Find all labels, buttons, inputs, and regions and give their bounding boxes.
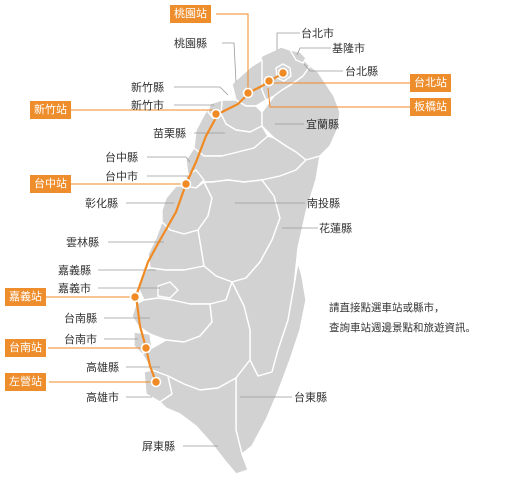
region-taoyuan[interactable] bbox=[231, 59, 267, 107]
station-label-zuoying[interactable]: 左營站 bbox=[5, 373, 46, 391]
station-dot-taipei[interactable] bbox=[277, 67, 289, 79]
county-labels: 台北市 基隆市 台北縣 桃園縣 新竹縣 新竹市 宜蘭縣 苗栗縣 台中縣 台中市 … bbox=[58, 26, 378, 453]
station-label-banqiao[interactable]: 板橋站 bbox=[410, 98, 451, 116]
station-label-chiayi[interactable]: 嘉義站 bbox=[5, 288, 46, 306]
label-keelung[interactable]: 基隆市 bbox=[332, 41, 365, 55]
label-pingtung[interactable]: 屏東縣 bbox=[142, 440, 175, 453]
label-taichung-county[interactable]: 台中縣 bbox=[105, 150, 138, 164]
label-hsinchu-county[interactable]: 新竹縣 bbox=[131, 80, 164, 94]
station-markers bbox=[129, 67, 289, 388]
label-nantou[interactable]: 南投縣 bbox=[307, 196, 340, 210]
region-pingtung[interactable] bbox=[159, 375, 249, 475]
label-hsinchu-city[interactable]: 新竹市 bbox=[131, 98, 164, 112]
station-dot-taichung[interactable] bbox=[180, 178, 192, 190]
label-taipei-county[interactable]: 台北縣 bbox=[345, 64, 378, 78]
station-dot-tainan[interactable] bbox=[140, 342, 152, 354]
station-label-taoyuan[interactable]: 桃園站 bbox=[170, 5, 211, 23]
instruction-text: 請直接點選車站或縣市， 查詢車站週邊景點和旅遊資訊。 bbox=[329, 298, 476, 338]
instruction-line-2: 查詢車站週邊景點和旅遊資訊。 bbox=[329, 322, 476, 334]
station-dot-zuoying[interactable] bbox=[150, 376, 162, 388]
label-kaohsiung-city[interactable]: 高雄市 bbox=[86, 390, 119, 404]
instruction-line-1: 請直接點選車站或縣市， bbox=[329, 302, 445, 314]
station-label-taipei[interactable]: 台北站 bbox=[410, 74, 451, 92]
label-chiayi-city[interactable]: 嘉義市 bbox=[58, 281, 91, 295]
label-kaohsiung-county[interactable]: 高雄縣 bbox=[86, 360, 119, 374]
label-changhua[interactable]: 彰化縣 bbox=[85, 196, 118, 210]
county-regions bbox=[131, 46, 341, 475]
station-dot-chiayi[interactable] bbox=[129, 291, 141, 303]
label-taichung-city[interactable]: 台中市 bbox=[105, 169, 138, 183]
label-taitung[interactable]: 台東縣 bbox=[294, 390, 327, 404]
label-taipei-city[interactable]: 台北市 bbox=[301, 26, 334, 40]
label-miaoli[interactable]: 苗栗縣 bbox=[153, 127, 186, 140]
station-dot-taoyuan[interactable] bbox=[242, 87, 254, 99]
label-tainan-county[interactable]: 台南縣 bbox=[64, 311, 97, 325]
label-chiayi-county[interactable]: 嘉義縣 bbox=[58, 263, 91, 277]
station-label-taichung[interactable]: 台中站 bbox=[30, 175, 71, 193]
label-tainan-city[interactable]: 台南市 bbox=[64, 332, 97, 346]
label-yunlin[interactable]: 雲林縣 bbox=[66, 235, 99, 249]
station-label-hsinchu[interactable]: 新竹站 bbox=[30, 101, 71, 119]
region-chiayi-city[interactable] bbox=[157, 281, 179, 299]
station-label-tainan[interactable]: 台南站 bbox=[5, 339, 46, 357]
label-taoyuan-county[interactable]: 桃園縣 bbox=[174, 36, 207, 50]
station-dot-banqiao[interactable] bbox=[263, 75, 275, 87]
label-hualien[interactable]: 花蓮縣 bbox=[319, 221, 352, 235]
county-leader-lines bbox=[98, 32, 343, 447]
label-yilan[interactable]: 宜蘭縣 bbox=[306, 117, 339, 131]
station-dot-hsinchu[interactable] bbox=[210, 108, 222, 120]
